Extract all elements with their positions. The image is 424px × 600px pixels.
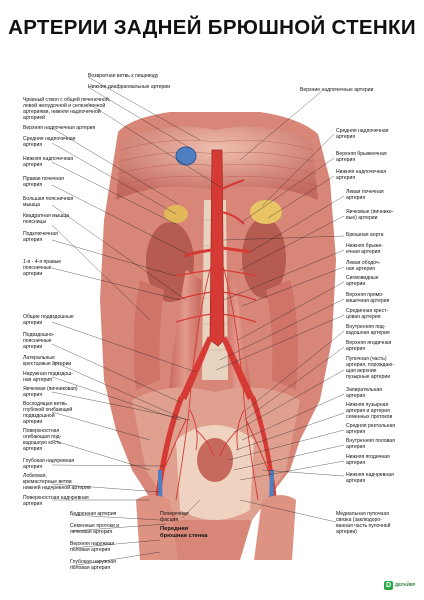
label-right-5: Яичковые (яичнико- вые) артерии <box>346 209 394 221</box>
leader-lines-right <box>215 90 345 523</box>
label-right-13: Верхняя ягодичная артерия <box>346 340 392 352</box>
label-right-2: Верхняя брыжеечная артерия <box>336 151 387 163</box>
label-left-9: Подключечная артерия <box>23 231 58 243</box>
label-right-20: Нижняя надчревная артерия <box>346 472 394 484</box>
label-left-22: Семенные протоки и яичковая артерия <box>70 523 120 535</box>
left-gonadal-artery <box>221 261 259 501</box>
label-right-3: Нижняя надпочечная артерия <box>336 169 387 181</box>
left-thigh <box>254 495 296 560</box>
ivc-stump <box>175 146 197 166</box>
right-common-iliac <box>180 336 212 400</box>
label-left-4: Средняя надпочечная артерия <box>23 136 76 148</box>
page-title: АРТЕРИИ ЗАДНЕЙ БРЮШНОЙ СТЕНКИ <box>8 16 416 39</box>
label-left-13: Латеральные крестцовые артерии <box>23 355 72 367</box>
label-right-15: Запирательная артерия <box>346 387 383 399</box>
label-right-11: Срединная крест- цовая артерия <box>346 308 389 320</box>
label-left-8: Квадратная мышца поясницы <box>23 213 70 225</box>
right-external-iliac <box>155 396 184 500</box>
label-left-23: Верхняя наружная половая артерия <box>70 541 115 553</box>
label-left-6: Правая почечная артерия <box>23 176 64 188</box>
label-right-9: Сигмовидные артерии <box>346 275 379 287</box>
label-right-17: Средняя ректальная артерия <box>346 423 396 435</box>
leader-lines-left <box>51 76 223 567</box>
label-transverse-fascia: Поперечная фасция <box>160 511 189 523</box>
label-right-10: Верхняя прямо- кишечная артерия <box>346 292 390 304</box>
label-left-5: Нижняя надпочечная артерия <box>23 156 74 168</box>
label-right-18: Внутренняя половая артерия <box>346 438 395 450</box>
label-right-4: Левая почечная артерия <box>346 189 384 201</box>
left-common-iliac <box>222 336 254 400</box>
label-left-17: Поверхностная огибающая под- вздошную ко… <box>23 428 62 452</box>
right-kidney <box>146 222 194 302</box>
label-right-8: Левая ободоч- ная артерия <box>346 260 381 272</box>
label-right-12: Внутренняя под- вздошная артерия <box>346 324 390 336</box>
right-gonadal-artery <box>175 261 213 501</box>
label-right-6: Брюшная аорта <box>346 232 384 238</box>
label-right-1: Средняя надпочечная артерия <box>336 128 389 140</box>
label-right-16: Нижняя пузырная артерия и артерия семенн… <box>346 402 393 420</box>
left-kidney <box>242 218 286 298</box>
abdominal-aorta <box>209 149 225 347</box>
label-left-7: Большая поясничная мышца <box>23 196 74 208</box>
rectum <box>197 438 233 482</box>
label-left-14: Наружная подвздош- ная артерия <box>23 371 74 383</box>
label-left-16: Восходящая ветвь глубокой огибающей подв… <box>23 401 73 425</box>
label-right-19: Нижняя ягодичная артерия <box>346 454 390 466</box>
label-anterior-abdominal-wall: Передняя брюшная стенка <box>160 526 208 539</box>
label-left-3: Верхняя надпочечная артерия <box>23 125 96 131</box>
label-left-18: Глубокая надчревная артерия <box>23 458 75 470</box>
label-left-11: Общие подвздошные артерии <box>23 314 74 326</box>
label-left-20: Поверхностная надчревная артерия <box>23 495 89 507</box>
publisher-logo: D ДЕЛАЙЕР <box>384 580 416 592</box>
right-renal-artery <box>183 248 213 258</box>
label-right-14: Пупочная (часть) артерия, порождаю- щая … <box>346 356 394 380</box>
logo-text: ДЕЛАЙЕР <box>395 582 416 587</box>
inferior-epigastric <box>163 419 187 471</box>
label-right-0: Верхние надпочечные артерии <box>300 87 374 93</box>
label-left-0: Возвратная ветвь к пищеводу <box>88 73 159 79</box>
label-left-1: Нижние диафрагмальные артерии <box>88 84 171 90</box>
label-left-12: Подвздошно- поясничные артерии <box>23 332 55 350</box>
label-left-2: Чревный ствол с общей печеночной, левой … <box>23 97 111 121</box>
right-quadratus <box>133 280 164 390</box>
label-left-24: Глубокая наружная половая артерия <box>70 559 116 571</box>
label-left-10: 1-я - 4-я правые поясничные артерии <box>23 259 62 277</box>
left-quadratus <box>266 280 298 390</box>
celiac-trunk <box>219 178 245 191</box>
leader-lines-bottom <box>181 499 201 519</box>
left-renal-artery <box>221 246 251 254</box>
left-adrenal <box>250 200 282 224</box>
right-thigh <box>136 495 178 560</box>
lumbar-arteries <box>175 269 257 323</box>
logo-mark-icon: D <box>384 581 393 590</box>
label-right-7: Нижняя брыже- ечная артерия <box>346 243 384 255</box>
label-left-21: Бедренная артерия <box>70 511 117 517</box>
label-left-19: Лобковая, кремастерные ветви нижней надч… <box>23 473 91 491</box>
inferior-epigastric-left <box>245 419 269 471</box>
superior-mesenteric-artery <box>220 211 245 225</box>
label-left-15: Яичковая (яичниковая) артерия <box>23 386 78 398</box>
label-right-21: Медиальная пупочная связка (заклюдоро- в… <box>336 511 391 535</box>
